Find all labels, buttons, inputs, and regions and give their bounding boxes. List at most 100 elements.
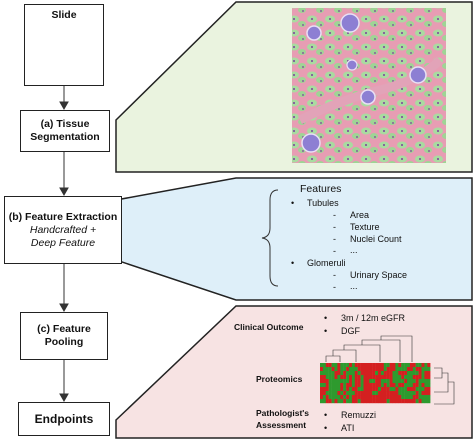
heatmap-cell: [395, 383, 399, 388]
heatmap-cell: [412, 399, 416, 404]
heatmap-cell: [366, 371, 370, 376]
heatmap-cell: [349, 387, 353, 392]
heatmap-cell: [349, 363, 353, 368]
heatmap-cell: [427, 367, 431, 372]
heatmap-cell: [343, 375, 347, 380]
heatmap-cell: [351, 391, 355, 396]
heatmap-cell: [418, 379, 422, 384]
heatmap-cell: [401, 387, 405, 392]
heatmap-cell: [398, 371, 402, 376]
heatmap-cell: [409, 387, 413, 392]
heatmap-cell: [427, 391, 431, 396]
heatmap-cell: [424, 395, 428, 400]
tubule-item-area: Area: [350, 210, 370, 220]
heatmap-cell: [424, 379, 428, 384]
heatmap-cell: [334, 395, 338, 400]
proteomics-heatmap: [320, 363, 431, 404]
heatmap-cell: [380, 363, 384, 368]
heatmap-cell: [378, 387, 382, 392]
heatmap-cell: [351, 363, 355, 368]
heatmap-cell: [343, 395, 347, 400]
heatmap-cell: [354, 387, 358, 392]
heatmap-cell: [398, 395, 402, 400]
heatmap-cell: [363, 379, 367, 384]
heatmap-cell: [325, 363, 329, 368]
heatmap-cell: [328, 387, 332, 392]
heatmap-cell: [320, 383, 324, 388]
heatmap-cell: [427, 371, 431, 376]
slide-label: Slide: [51, 9, 77, 21]
heatmap-cell: [386, 379, 390, 384]
heatmap-cell: [328, 391, 332, 396]
endpoints-label: Endpoints: [34, 411, 94, 426]
heatmap-cell: [421, 395, 425, 400]
heatmap-cell: [360, 383, 364, 388]
heatmap-cell: [372, 367, 376, 372]
heatmap-cell: [401, 363, 405, 368]
heatmap-cell: [320, 391, 324, 396]
heatmap-cell: [401, 399, 405, 404]
heatmap-cell: [366, 379, 370, 384]
flow-arrows: [59, 86, 69, 403]
heatmap-cell: [412, 391, 416, 396]
pathologist-label-2: Assessment: [256, 420, 307, 430]
heatmap-cell: [325, 387, 329, 392]
clinical-bullet-0: •: [324, 313, 328, 323]
heatmap-cell: [378, 383, 382, 388]
heatmap-cell: [349, 375, 353, 380]
heatmap-cell: [346, 395, 350, 400]
heatmap-cell: [389, 375, 393, 380]
heatmap-cell: [320, 399, 324, 404]
heatmap-cell: [395, 387, 399, 392]
heatmap-cell: [421, 391, 425, 396]
heatmap-cell: [366, 391, 370, 396]
heatmap-cell: [363, 363, 367, 368]
heatmap-cell: [378, 375, 382, 380]
heatmap-cell: [383, 399, 387, 404]
heatmap-cell: [378, 363, 382, 368]
heatmap-cell: [351, 395, 355, 400]
heatmap-cell: [415, 387, 419, 392]
heatmap-cell: [386, 367, 390, 372]
heatmap-cell: [412, 375, 416, 380]
heatmap-cell: [337, 387, 341, 392]
heatmap-cell: [375, 395, 379, 400]
heatmap-cell: [354, 395, 358, 400]
heatmap-cell: [363, 399, 367, 404]
heatmap-cell: [418, 367, 422, 372]
heatmap-cell: [334, 363, 338, 368]
heatmap-cell: [392, 399, 396, 404]
heatmap-cell: [331, 395, 335, 400]
heatmap-cell: [354, 367, 358, 372]
heatmap-cell: [357, 371, 361, 376]
heatmap-cell: [357, 391, 361, 396]
heatmap-cell: [363, 367, 367, 372]
heatmap-cell: [392, 391, 396, 396]
heatmap-cell: [334, 375, 338, 380]
heatmap-cell: [366, 367, 370, 372]
heatmap-cell: [351, 399, 355, 404]
heatmap-cell: [337, 399, 341, 404]
heatmap-cell: [360, 391, 364, 396]
heatmap-cell: [401, 383, 405, 388]
heatmap-cell: [334, 399, 338, 404]
heatmap-cell: [427, 395, 431, 400]
heatmap-cell: [320, 387, 324, 392]
heatmap-cell: [380, 375, 384, 380]
heatmap-cell: [372, 371, 376, 376]
tubule-item-more: ...: [350, 245, 358, 255]
heatmap-cell: [357, 395, 361, 400]
heatmap-cell: [360, 395, 364, 400]
heatmap-cell: [357, 363, 361, 368]
heatmap-cell: [386, 391, 390, 396]
heatmap-cell: [322, 395, 326, 400]
heatmap-cell: [404, 367, 408, 372]
heatmap-cell: [331, 367, 335, 372]
heatmap-cell: [415, 363, 419, 368]
tubule-dash-0: -: [333, 210, 336, 220]
heatmap-cell: [343, 371, 347, 376]
tubule-dash-1: -: [333, 222, 336, 232]
heatmap-cell: [334, 371, 338, 376]
heatmap-cell: [421, 371, 425, 376]
heatmap-cell: [409, 391, 413, 396]
